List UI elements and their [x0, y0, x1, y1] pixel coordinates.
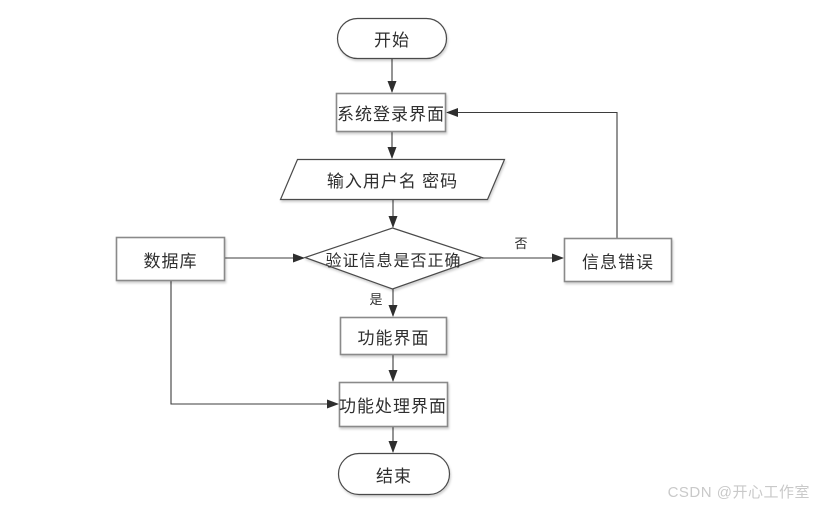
csdn-watermark: CSDN @开心工作室 [667, 484, 810, 501]
verify-decision-shape [303, 227, 484, 290]
input-parallelogram-shape [279, 158, 506, 201]
edge-database-process-loop [170, 281, 339, 409]
function-process-shape [339, 316, 448, 356]
error-process-shape [563, 237, 673, 283]
edges-group [170, 59, 618, 453]
database-process-shape [115, 236, 226, 282]
login-process-shape [335, 92, 447, 133]
end-terminator-shape [337, 452, 451, 496]
nodes-group [115, 17, 673, 496]
edge-error-login-loop [446, 108, 618, 238]
start-terminator-shape [336, 17, 448, 60]
process-process-shape [338, 381, 449, 428]
